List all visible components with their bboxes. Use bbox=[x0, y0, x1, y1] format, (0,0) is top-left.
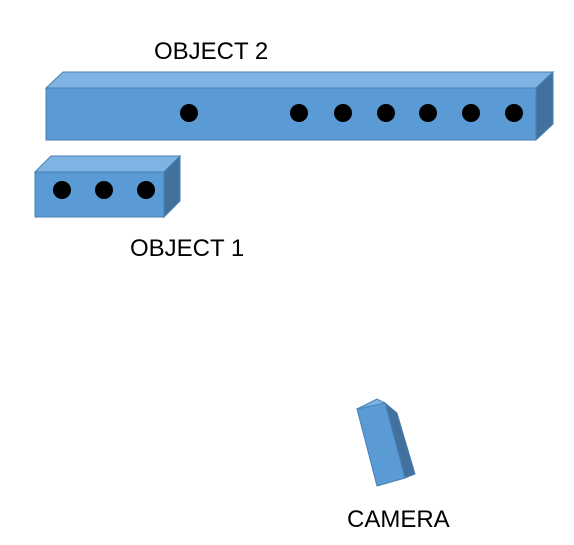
object-1-box bbox=[33, 154, 182, 219]
camera-front-face bbox=[356, 402, 406, 487]
object-2-dot-3 bbox=[334, 104, 352, 122]
object-2-box bbox=[44, 70, 555, 142]
object-2-dot-5 bbox=[419, 104, 437, 122]
camera-shape bbox=[355, 398, 416, 487]
object-1-dot-1 bbox=[53, 181, 71, 199]
object-1-dot-3 bbox=[137, 181, 155, 199]
object-2-dot-2 bbox=[290, 104, 308, 122]
camera-label: CAMERA bbox=[347, 506, 450, 533]
object-2-dot-7 bbox=[505, 104, 523, 122]
object-1-dots bbox=[53, 181, 155, 199]
object-2-dot-6 bbox=[462, 104, 480, 122]
object-2-label: OBJECT 2 bbox=[154, 38, 269, 65]
object-1-label: OBJECT 1 bbox=[130, 235, 245, 262]
object-2-dot-1 bbox=[180, 104, 198, 122]
object-1-top-face bbox=[33, 155, 182, 173]
object-1-dot-2 bbox=[95, 181, 113, 199]
object-2-dots bbox=[180, 104, 523, 122]
object-2-top-face bbox=[44, 71, 555, 89]
object-2-dot-4 bbox=[377, 104, 395, 122]
